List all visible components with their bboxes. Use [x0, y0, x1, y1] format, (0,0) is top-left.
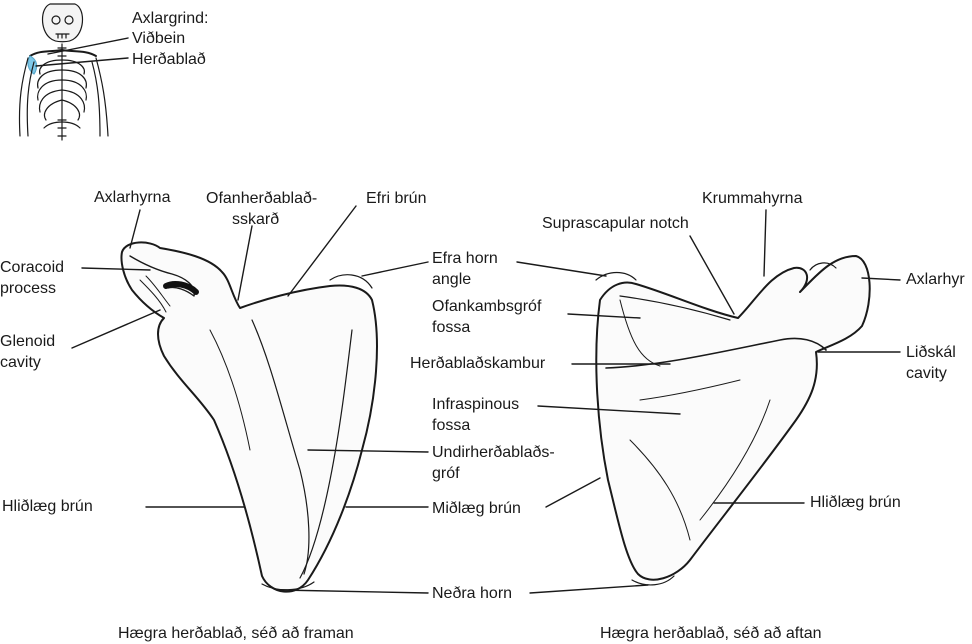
- label-superior-angle-line1: Efra horn: [432, 250, 498, 267]
- label-back-glenoid-line1: Liðskál: [906, 344, 956, 361]
- label-back-acromion: Axlarhyr: [906, 271, 965, 288]
- label-subscapular-line1: Undirherðablaðs-: [432, 444, 555, 461]
- label-back-lateral-border: Hliðlæg brún: [810, 494, 901, 511]
- front-scapula: [120, 241, 378, 593]
- label-front-glenoid-line2: cavity: [0, 354, 41, 371]
- label-back-glenoid-line2: cavity: [906, 365, 947, 382]
- label-front-coracoid-line2: process: [0, 280, 57, 297]
- label-medial-border: Miðlæg brún: [432, 500, 521, 517]
- label-spine: Herðablaðskambur: [410, 355, 546, 372]
- label-front-suprascapular-notch-line1: Ofanherðablað-: [206, 190, 318, 207]
- caption-back-view: Hægra herðablað, séð að aftan: [600, 625, 822, 642]
- label-back-coracoid: Krummahyrna: [702, 190, 803, 207]
- label-infraspinous-line1: Infraspinous: [432, 396, 520, 413]
- label-supraspinous-line1: Ofankambsgróf: [432, 298, 542, 315]
- label-front-glenoid-line1: Glenoid: [0, 333, 56, 350]
- back-scapula: [595, 255, 871, 586]
- label-front-lateral-border: Hliðlæg brún: [2, 498, 93, 515]
- caption-front-view: Hægra herðablað, séð að framan: [118, 625, 354, 642]
- label-supraspinous-line2: fossa: [432, 319, 471, 336]
- label-front-coracoid-line1: Coracoid: [0, 259, 65, 276]
- label-back-suprascapular-notch: Suprascapular notch: [542, 215, 689, 232]
- inset-item-scapula: Herðablað: [132, 51, 206, 68]
- label-inferior-angle: Neðra horn: [432, 585, 513, 602]
- label-front-suprascapular-notch-line2: sskarð: [232, 211, 280, 228]
- label-front-superior-border: Efri brún: [366, 190, 427, 207]
- label-subscapular-line2: gróf: [432, 465, 460, 482]
- inset-item-clavicle: Viðbein: [132, 30, 186, 47]
- inset-heading: Axlargrind:: [132, 10, 209, 27]
- inset-skeleton: [18, 3, 109, 141]
- label-superior-angle-line2: angle: [432, 271, 472, 288]
- label-infraspinous-line2: fossa: [432, 417, 471, 434]
- leader-lines: [35, 37, 901, 594]
- label-front-acromion: Axlarhyrna: [94, 189, 171, 206]
